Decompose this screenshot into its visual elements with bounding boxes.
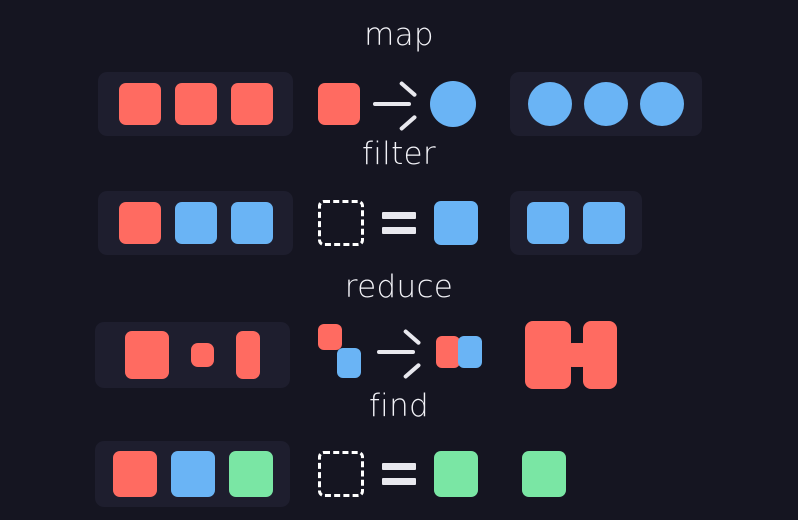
map-input-item-1 <box>118 83 161 125</box>
filter-output-item-2 <box>583 202 625 244</box>
filter-output-panel <box>510 191 642 255</box>
operation-row-find: find <box>0 389 798 509</box>
filter-predicate-placeholder <box>318 200 364 246</box>
reduce-output-shape <box>525 321 617 389</box>
find-input-item-3 <box>228 451 273 497</box>
operation-title-map: map <box>364 17 434 53</box>
find-predicate-group <box>318 441 478 507</box>
operation-body-reduce <box>0 308 798 389</box>
find-output-item-1 <box>522 451 566 497</box>
reduce-accumulator-pair <box>318 324 362 380</box>
filter-input-item-2 <box>174 202 217 244</box>
filter-input-panel <box>98 191 293 255</box>
operation-title-find: find <box>368 388 430 424</box>
operation-title-filter: filter <box>362 136 436 172</box>
reduce-merged-pair <box>436 336 482 368</box>
filter-output-item-1 <box>527 202 569 244</box>
find-output-group <box>522 441 566 507</box>
map-transform-result <box>430 81 476 127</box>
map-input-item-2 <box>174 83 217 125</box>
reduce-output-part-tall <box>583 321 617 389</box>
find-predicate-match <box>434 451 478 497</box>
operation-row-map: map <box>0 18 798 138</box>
operation-row-reduce: reduce <box>0 270 798 390</box>
filter-input-item-1 <box>118 202 161 244</box>
find-input-item-2 <box>170 451 215 497</box>
reduce-input-item-1 <box>125 331 169 379</box>
reduce-input-panel <box>95 322 290 388</box>
map-input-item-3 <box>230 83 273 125</box>
filter-predicate-group <box>318 191 478 255</box>
reduce-transform-group <box>318 316 482 388</box>
filter-input-item-3 <box>230 202 273 244</box>
operation-row-filter: filter <box>0 137 798 257</box>
arrow-right-icon <box>372 80 418 132</box>
map-transform-source <box>318 83 360 125</box>
map-output-item-2 <box>584 82 628 126</box>
arrow-right-icon <box>376 328 422 380</box>
operation-body-find <box>0 427 798 507</box>
filter-predicate-match <box>434 201 478 245</box>
map-output-panel <box>510 72 702 136</box>
reduce-input-item-3 <box>236 331 260 379</box>
map-output-item-1 <box>528 82 572 126</box>
map-input-panel <box>98 72 293 136</box>
find-predicate-placeholder <box>318 451 364 497</box>
map-output-item-3 <box>640 82 684 126</box>
reduce-input-item-2 <box>191 343 214 367</box>
equals-icon <box>382 208 416 238</box>
find-input-item-1 <box>112 451 157 497</box>
reduce-output-part-connector <box>566 343 588 367</box>
operation-title-reduce: reduce <box>344 269 454 305</box>
find-input-panel <box>95 441 290 507</box>
operation-body-filter <box>0 175 798 255</box>
equals-icon <box>382 459 416 489</box>
reduce-output-part-large <box>525 321 571 389</box>
operation-body-map <box>0 56 798 136</box>
map-transform-group <box>318 72 476 136</box>
